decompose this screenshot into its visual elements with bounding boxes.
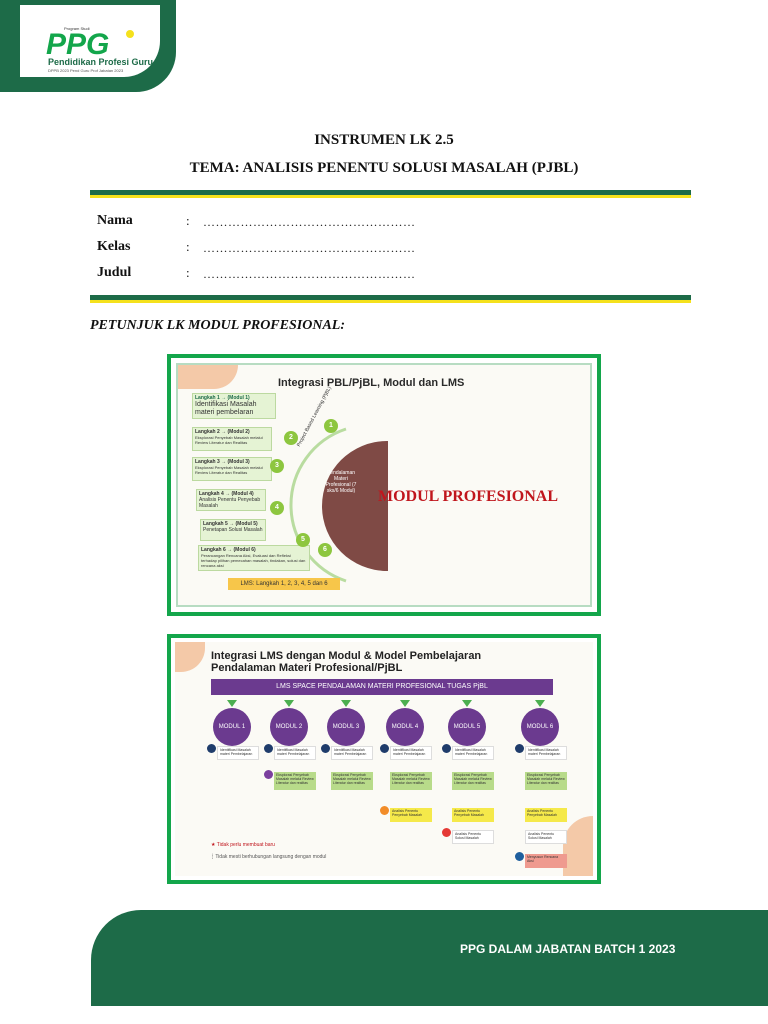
modul-circle-6: MODUL 6 <box>521 708 559 746</box>
legend-star: ★ Tidak perlu membuat baru <box>211 842 275 848</box>
box-identify-m6: Identifikasi Masalah materi Pembelajaran <box>525 746 567 760</box>
instruction-heading: PETUNJUK LK MODUL PROFESIONAL: <box>90 318 345 333</box>
box-identify-m2: Identifikasi Masalah materi Pembelajaran <box>274 746 316 760</box>
step-box-6: Langkah 6 → (Modul 6) Perancangan Rencan… <box>198 545 310 571</box>
step-dot-icon <box>321 744 330 753</box>
step-dot-icon <box>442 744 451 753</box>
ppg-logo-icon: PPG <box>46 28 134 58</box>
arrow-down-icon <box>227 700 237 707</box>
modul-circle-5: MODUL 5 <box>448 708 486 746</box>
figure1-canvas: Integrasi PBL/PjBL, Modul dan LMS Pendal… <box>176 363 592 607</box>
box-identify-m5: Identifikasi Masalah materi Pembelajaran <box>452 746 494 760</box>
step-box-2: Langkah 2 → (Modul 2) Eksplorasi Penyeba… <box>192 427 272 451</box>
logo-background <box>20 5 160 77</box>
document-subtitle: TEMA: ANALISIS PENENTU SOLUSI MASALAH (P… <box>189 160 579 176</box>
step-dot-icon <box>264 744 273 753</box>
step-box-3: Langkah 3 → (Modul 3) Eksplorasi Penyeba… <box>192 457 272 481</box>
footer-band <box>91 910 768 1006</box>
figure-pbl-integration: Integrasi PBL/PjBL, Modul dan LMS Pendal… <box>167 354 601 616</box>
field-colon: : <box>186 265 190 280</box>
step-circle-3: 3 <box>270 459 284 473</box>
arrow-down-icon <box>341 700 351 707</box>
lms-steps-label: LMS: Langkah 1, 2, 3, 4, 5 dan 6 <box>228 578 340 590</box>
field-input-nama[interactable]: …………………………………………… <box>203 215 416 229</box>
box-identify-m4: Identifikasi Masalah materi Pembelajaran <box>390 746 432 760</box>
pjbl-arc <box>289 427 347 583</box>
document-title: INSTRUMEN LK 2.5 <box>314 132 454 148</box>
arrow-down-icon <box>284 700 294 707</box>
field-input-kelas[interactable]: …………………………………………… <box>203 241 416 255</box>
box-analysis-m5: Analisis Penentu Penyebab Masalah <box>452 808 494 822</box>
step-circle-6: 6 <box>318 543 332 557</box>
logo-subtitle: DPPB 2023 Pend Guru Prof Jabatan 2023 <box>48 68 124 73</box>
modul-profesional-overlay: MODUL PROFESIONAL <box>378 488 559 505</box>
field-label-kelas: Kelas <box>97 239 131 254</box>
figure2-title: Integrasi LMS dengan Modul & Model Pembe… <box>211 650 481 674</box>
step-dot-icon <box>515 744 524 753</box>
logo-letters: PPG <box>46 28 109 58</box>
field-label-nama: Nama <box>97 213 133 228</box>
box-explore-m4: Eksplorasi Penyebab Masalah melalui Revi… <box>390 772 432 790</box>
step-box-1: Langkah 1 → (Modul 1) Identifikasi Masal… <box>192 393 276 419</box>
modul-circle-4: MODUL 4 <box>386 708 424 746</box>
logo-title: Pendidikan Profesi Guru <box>48 57 154 67</box>
box-analysis-m6: Analisis Penentu Penyebab Masalah <box>525 808 567 822</box>
step-circle-2: 2 <box>284 431 298 445</box>
modul-circle-1: MODUL 1 <box>213 708 251 746</box>
logo-small-text: Program Studi <box>64 26 90 31</box>
step-dot-icon <box>515 852 524 861</box>
step-box-5: Langkah 5 → (Modul 5) Penetapan Solusi M… <box>200 519 266 541</box>
divider-top <box>90 190 691 198</box>
footer-text: PPG DALAM JABATAN BATCH 1 2023 <box>460 942 676 956</box>
box-solution-m6: Analisis Penentu Solusi Masalah <box>525 830 567 844</box>
box-explore-m6: Eksplorasi Penyebab Masalah melalui Revi… <box>525 772 567 790</box>
box-plan-m6: Menyusun Rencana Aksi <box>525 854 567 868</box>
box-explore-m3: Eksplorasi Penyebab Masalah melalui Revi… <box>331 772 373 790</box>
arrow-down-icon <box>535 700 545 707</box>
box-explore-m2: Eksplorasi Penyebab Masalah melalui Revi… <box>274 772 316 790</box>
step-dot-icon <box>442 828 451 837</box>
legend-dashed: ┊ Tidak mesti berhubungan langsung denga… <box>211 854 327 860</box>
step-dot-icon <box>264 770 273 779</box>
modul-circle-2: MODUL 2 <box>270 708 308 746</box>
arrow-down-icon <box>462 700 472 707</box>
figure2-canvas: Integrasi LMS dengan Modul & Model Pembe… <box>175 642 593 876</box>
header-logo-block: Program Studi PPG Pendidikan Profesi Gur… <box>0 0 176 92</box>
box-explore-m5: Eksplorasi Penyebab Masalah melalui Revi… <box>452 772 494 790</box>
field-colon: : <box>186 213 190 228</box>
step-circle-5: 5 <box>296 533 310 547</box>
step-circle-4: 4 <box>270 501 284 515</box>
arrow-down-icon <box>400 700 410 707</box>
field-colon: : <box>186 239 190 254</box>
figure-lms-integration: Integrasi LMS dengan Modul & Model Pembe… <box>167 634 601 884</box>
figure1-title: Integrasi PBL/PjBL, Modul dan LMS <box>278 377 465 389</box>
step-dot-icon <box>380 806 389 815</box>
box-identify-m3: Identifikasi Masalah materi Pembelajaran <box>331 746 373 760</box>
lms-space-bar: LMS SPACE PENDALAMAN MATERI PROFESIONAL … <box>211 679 553 695</box>
box-identify-m1: Identifikasi Masalah materi Pembelajaran <box>217 746 259 760</box>
disc-label: Pendalaman Materi Profesional (7 sks/6 M… <box>325 470 357 494</box>
modul-circle-3: MODUL 3 <box>327 708 365 746</box>
step-circle-1: 1 <box>324 419 338 433</box>
figure2-title-line1: Integrasi LMS dengan Modul & Model Pembe… <box>211 650 482 662</box>
step-dot-icon <box>207 744 216 753</box>
divider-bottom <box>90 295 691 303</box>
step-box-4: Langkah 4 → (Modul 4) Analisis Penentu P… <box>196 489 266 511</box>
field-label-judul: Judul <box>97 265 132 280</box>
step-dot-icon <box>380 744 389 753</box>
field-input-judul[interactable]: …………………………………………… <box>203 267 416 281</box>
figure2-title-line2: Pendalaman Materi Profesional/PjBL <box>211 662 403 674</box>
box-analysis-m4: Analisis Penentu Penyebab Masalah <box>390 808 432 822</box>
box-solution-m5: Analisis Penentu Solusi Masalah <box>452 830 494 844</box>
